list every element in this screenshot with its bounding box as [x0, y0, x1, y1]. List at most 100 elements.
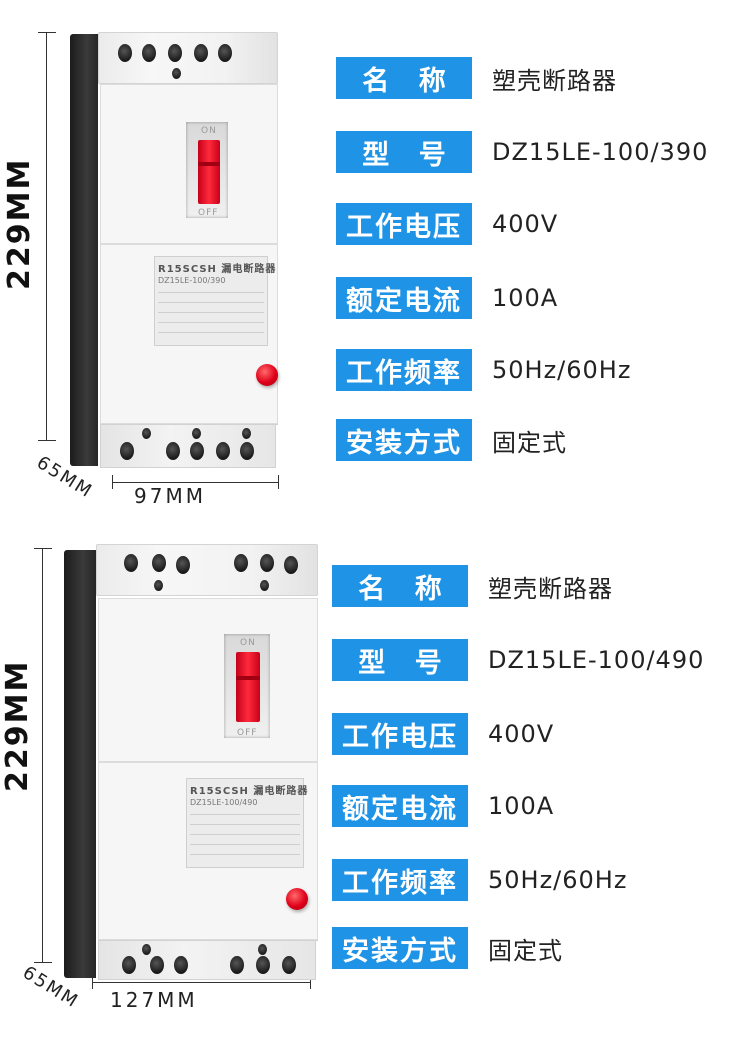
spec-row-voltage: 工作电压 400V — [332, 712, 554, 756]
terminal-hole-icon — [150, 956, 164, 974]
terminal-screw-icon — [242, 428, 251, 439]
terminal-hole-icon — [282, 956, 296, 974]
terminal-hole-icon — [120, 442, 134, 460]
spec-label: 型 号 — [332, 639, 468, 681]
spec-value: 固定式 — [488, 936, 563, 965]
nameplate-line — [158, 332, 264, 333]
terminal-hole-icon — [230, 956, 244, 974]
lever-on-marking: ON — [201, 126, 217, 136]
terminal-screw-icon — [260, 580, 269, 591]
spec-value: 50Hz/60Hz — [492, 356, 632, 384]
spec-row-current: 额定电流 100A — [332, 784, 554, 828]
nameplate-line — [158, 292, 264, 293]
spec-row-current: 额定电流 100A — [336, 276, 558, 320]
spec-label: 额定电流 — [336, 277, 472, 319]
terminal-hole-icon — [218, 44, 232, 62]
lever-off-marking: OFF — [237, 728, 258, 738]
spec-value: 塑壳断路器 — [488, 574, 613, 603]
spec-row-voltage: 工作电压 400V — [336, 202, 558, 246]
nameplate-line — [190, 824, 300, 825]
nameplate-line — [158, 322, 264, 323]
nameplate-brand: R15SCSH 漏电断路器 — [190, 786, 309, 797]
product-section-2: 229MM 65MM 127MM ON OFF R15SCSH 漏电断路器 DZ… — [0, 520, 750, 1040]
spec-row-frequency: 工作频率 50Hz/60Hz — [332, 858, 627, 902]
height-dimension-tick-bottom — [38, 440, 56, 441]
nameplate-line — [158, 312, 264, 313]
width-dimension-tick-right — [310, 975, 311, 989]
terminal-hole-icon — [234, 554, 248, 572]
terminal-screw-icon — [258, 944, 267, 955]
height-dimension-tick-bottom — [34, 962, 52, 963]
height-dimension-tick-top — [38, 32, 56, 33]
terminal-hole-icon — [118, 44, 132, 62]
breaker-image: ON OFF R15SCSH 漏电断路器 DZ15LE-100/390 — [70, 30, 280, 470]
breaker-lever — [198, 140, 220, 204]
lever-off-marking: OFF — [198, 208, 219, 218]
spec-label: 工作电压 — [332, 713, 468, 755]
terminal-hole-icon — [260, 554, 274, 572]
terminal-hole-icon — [284, 556, 298, 574]
terminal-hole-icon — [174, 956, 188, 974]
spec-label: 工作频率 — [332, 859, 468, 901]
terminal-hole-icon — [168, 44, 182, 62]
terminal-hole-icon — [240, 442, 254, 460]
nameplate-line — [190, 854, 300, 855]
breaker-image: ON OFF R15SCSH 漏电断路器 DZ15LE-100/490 — [64, 542, 320, 982]
terminal-hole-icon — [190, 442, 204, 460]
width-dimension-label: 127MM — [110, 988, 198, 1012]
spec-label: 工作电压 — [336, 203, 472, 245]
width-dimension-label: 97MM — [134, 484, 206, 508]
width-dimension-line — [92, 982, 310, 983]
terminal-hole-icon — [176, 556, 190, 574]
nameplate-line — [190, 834, 300, 835]
spec-row-model: 型 号 DZ15LE-100/390 — [336, 130, 708, 174]
terminal-hole-icon — [152, 554, 166, 572]
terminal-screw-icon — [142, 944, 151, 955]
breaker-lever — [236, 652, 260, 722]
breaker-side-panel — [70, 34, 98, 466]
width-dimension-tick-left — [112, 475, 113, 489]
spec-value: 100A — [488, 792, 555, 820]
spec-row-mounting: 安装方式 固定式 — [336, 418, 567, 462]
spec-row-frequency: 工作频率 50Hz/60Hz — [336, 348, 631, 392]
height-dimension-label: 229MM — [2, 157, 37, 290]
spec-value: 400V — [488, 720, 555, 748]
spec-label: 额定电流 — [332, 785, 468, 827]
terminal-screw-icon — [192, 428, 201, 439]
terminal-hole-icon — [194, 44, 208, 62]
spec-row-name: 名 称 塑壳断路器 — [336, 56, 617, 100]
nameplate-brand: R15SCSH 漏电断路器 — [158, 264, 277, 275]
spec-label: 型 号 — [336, 131, 472, 173]
terminal-hole-icon — [166, 442, 180, 460]
height-dimension-line — [46, 32, 47, 440]
terminal-hole-icon — [142, 44, 156, 62]
nameplate-line — [190, 814, 300, 815]
spec-row-mounting: 安装方式 固定式 — [332, 926, 563, 970]
width-dimension-tick-left — [92, 975, 93, 989]
terminal-screw-icon — [172, 68, 181, 79]
test-button — [256, 364, 278, 386]
spec-label: 名 称 — [336, 57, 472, 99]
spec-label: 安装方式 — [332, 927, 468, 969]
width-dimension-line — [112, 482, 278, 483]
height-dimension-line — [42, 548, 43, 962]
terminal-hole-icon — [256, 956, 270, 974]
terminal-hole-icon — [122, 956, 136, 974]
breaker-lever-notch — [236, 676, 260, 680]
spec-value: 50Hz/60Hz — [488, 866, 628, 894]
spec-value: DZ15LE-100/490 — [488, 646, 705, 674]
terminal-screw-icon — [142, 428, 151, 439]
spec-value: 固定式 — [492, 428, 567, 457]
spec-value: DZ15LE-100/390 — [492, 138, 709, 166]
width-dimension-tick-right — [278, 475, 279, 489]
spec-label: 名 称 — [332, 565, 468, 607]
terminal-hole-icon — [216, 442, 230, 460]
breaker-nameplate — [186, 778, 304, 868]
nameplate-line — [158, 302, 264, 303]
terminal-hole-icon — [124, 554, 138, 572]
spec-row-model: 型 号 DZ15LE-100/490 — [332, 638, 704, 682]
breaker-side-panel — [64, 550, 96, 978]
nameplate-model: DZ15LE-100/390 — [158, 276, 226, 285]
breaker-lever-notch — [198, 162, 220, 166]
test-button — [286, 888, 308, 910]
